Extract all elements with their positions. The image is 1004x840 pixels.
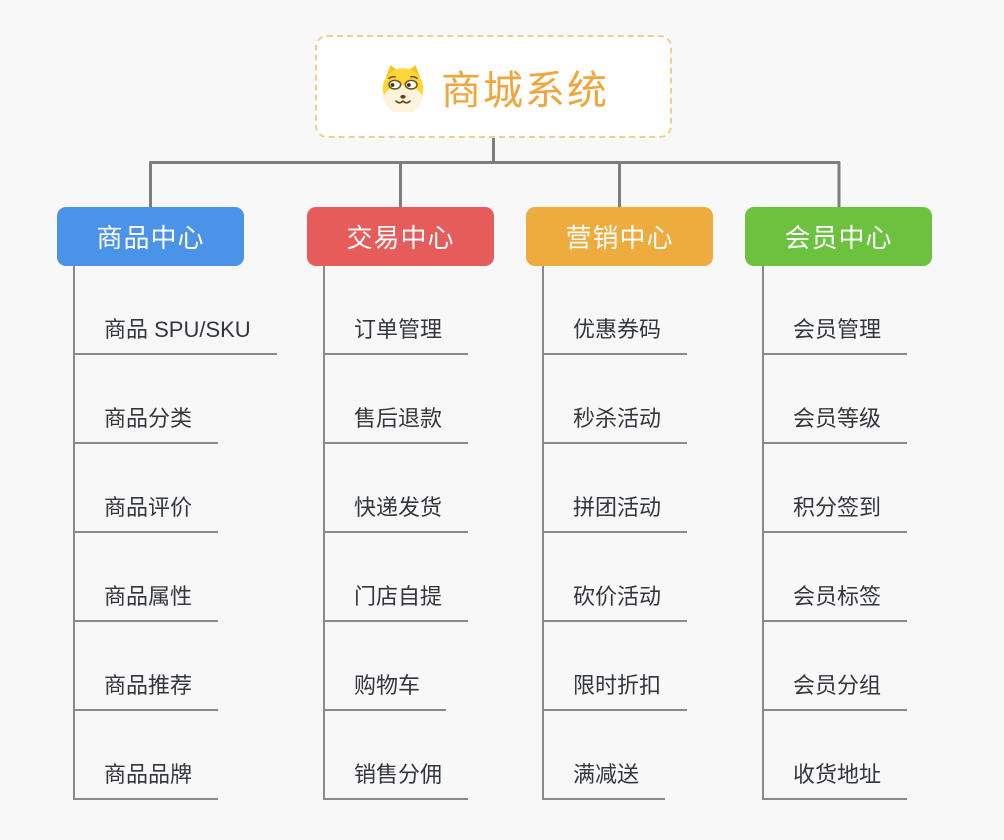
leaf-node-label: 拼团活动	[542, 490, 688, 533]
leaf-node[interactable]: 商品 SPU/SKU	[73, 309, 277, 355]
leaf-node-label: 限时折扣	[542, 668, 688, 711]
leaf-node-label: 购物车	[323, 668, 447, 711]
leaf-node-label: 售后退款	[323, 401, 469, 444]
leaf-node-label: 商品品牌	[73, 757, 219, 800]
leaf-node-label: 订单管理	[323, 312, 469, 355]
leaf-node[interactable]: 积分签到	[762, 487, 908, 533]
doge-face-icon	[382, 64, 424, 112]
root-node-title: 商城系统	[441, 68, 609, 113]
leaf-node[interactable]: 收货地址	[762, 754, 908, 800]
leaf-node-label: 商品属性	[73, 579, 219, 622]
leaf-node[interactable]: 会员管理	[762, 309, 908, 355]
leaf-node-label: 秒杀活动	[542, 401, 688, 444]
branch-column-product-center: 商品 SPU/SKU 商品分类 商品评价 商品属性 商品推荐 商品品牌	[73, 266, 323, 806]
leaf-node[interactable]: 商品品牌	[73, 754, 219, 800]
leaf-node-label: 快递发货	[323, 490, 469, 533]
column-connector-line	[762, 266, 764, 800]
column-connector-line	[73, 266, 75, 800]
leaf-node[interactable]: 商品推荐	[73, 665, 219, 711]
branch-node-member-center[interactable]: 会员中心	[745, 207, 932, 266]
leaf-node[interactable]: 购物车	[323, 665, 447, 711]
branch-node-product-center[interactable]: 商品中心	[57, 207, 244, 266]
leaf-node-label: 收货地址	[762, 757, 908, 800]
leaf-node[interactable]: 砍价活动	[542, 576, 688, 622]
branch-node-marketing-center[interactable]: 营销中心	[526, 207, 713, 266]
branch-column-member-center: 会员管理 会员等级 积分签到 会员标签 会员分组 收货地址	[762, 266, 1004, 806]
leaf-node[interactable]: 秒杀活动	[542, 398, 688, 444]
leaf-node-label: 销售分佣	[323, 757, 469, 800]
leaf-node-label: 会员管理	[762, 312, 908, 355]
leaf-node-label: 会员等级	[762, 401, 908, 444]
leaf-node-label: 会员分组	[762, 668, 908, 711]
leaf-node[interactable]: 商品属性	[73, 576, 219, 622]
leaf-node[interactable]: 快递发货	[323, 487, 469, 533]
leaf-node[interactable]: 限时折扣	[542, 665, 688, 711]
branch-column-marketing-center: 优惠券码 秒杀活动 拼团活动 砍价活动 限时折扣 满减送	[542, 266, 792, 806]
root-node[interactable]: 商城系统	[315, 35, 672, 138]
leaf-node[interactable]: 商品评价	[73, 487, 219, 533]
leaf-node[interactable]: 会员标签	[762, 576, 908, 622]
leaf-node-label: 积分签到	[762, 490, 908, 533]
leaf-node[interactable]: 满减送	[542, 754, 666, 800]
leaf-node-label: 商品 SPU/SKU	[73, 312, 277, 355]
leaf-node-label: 满减送	[542, 757, 666, 800]
leaf-node-label: 优惠券码	[542, 312, 688, 355]
leaf-node-label: 会员标签	[762, 579, 908, 622]
leaf-node[interactable]: 订单管理	[323, 309, 469, 355]
leaf-node-label: 商品推荐	[73, 668, 219, 711]
leaf-node-label: 门店自提	[323, 579, 469, 622]
leaf-node[interactable]: 商品分类	[73, 398, 219, 444]
leaf-node[interactable]: 拼团活动	[542, 487, 688, 533]
leaf-node[interactable]: 售后退款	[323, 398, 469, 444]
leaf-node-label: 商品分类	[73, 401, 219, 444]
branch-node-trade-center[interactable]: 交易中心	[307, 207, 494, 266]
leaf-node-label: 砍价活动	[542, 579, 688, 622]
leaf-node-label: 商品评价	[73, 490, 219, 533]
leaf-node[interactable]: 销售分佣	[323, 754, 469, 800]
column-connector-line	[542, 266, 544, 800]
leaf-node[interactable]: 优惠券码	[542, 309, 688, 355]
branch-column-trade-center: 订单管理 售后退款 快递发货 门店自提 购物车 销售分佣	[323, 266, 573, 806]
leaf-node[interactable]: 会员分组	[762, 665, 908, 711]
leaf-node[interactable]: 会员等级	[762, 398, 908, 444]
column-connector-line	[323, 266, 325, 800]
leaf-node[interactable]: 门店自提	[323, 576, 469, 622]
